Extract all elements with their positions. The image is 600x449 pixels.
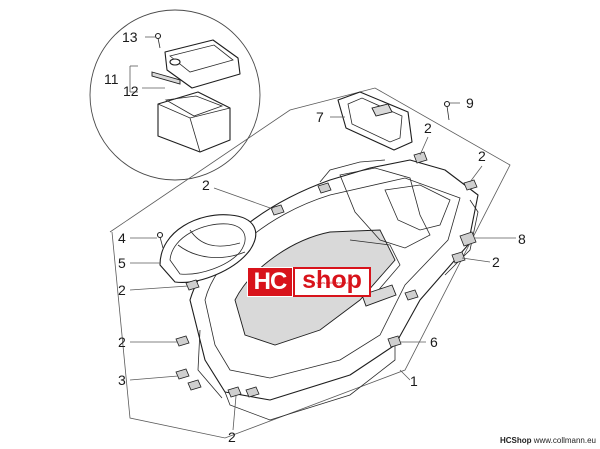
callout-8: 8 xyxy=(518,231,526,247)
leader-lines xyxy=(129,36,516,431)
callout-2-e: 2 xyxy=(118,282,126,298)
logo-url-text: www.collmann.eu xyxy=(316,280,348,285)
callout-11: 11 xyxy=(104,71,119,87)
callout-12: 12 xyxy=(123,83,139,99)
callout-2-d: 2 xyxy=(492,254,500,270)
part-4-screw xyxy=(156,231,164,249)
callout-2-g: 2 xyxy=(228,429,236,445)
callout-7: 7 xyxy=(316,109,324,125)
callout-6: 6 xyxy=(430,334,438,350)
callout-2-f: 2 xyxy=(118,334,126,350)
logo-shop-text: shop xyxy=(302,266,362,294)
inset-detail xyxy=(89,9,261,181)
callout-2-a: 2 xyxy=(424,120,432,136)
part-6-clip xyxy=(387,335,402,348)
hcshop-logo: HC shop www.collmann.eu xyxy=(247,267,371,297)
callout-13: 13 xyxy=(122,29,138,45)
part-8-clip xyxy=(459,231,477,247)
part-7-cover xyxy=(337,91,413,151)
footer-brand: HCShop xyxy=(499,436,532,445)
callout-2-c: 2 xyxy=(202,177,210,193)
part-5-dome-cover xyxy=(159,214,257,283)
callout-9: 9 xyxy=(466,95,474,111)
clips-part-2 xyxy=(175,151,478,398)
part-3-clips xyxy=(175,368,202,391)
callout-2-b: 2 xyxy=(478,148,486,164)
footer-credit: HCShop www.collmann.eu xyxy=(500,436,596,445)
callout-3: 3 xyxy=(118,372,126,388)
callout-4: 4 xyxy=(118,230,126,246)
footer-url: www.collmann.eu xyxy=(533,436,596,445)
callout-1: 1 xyxy=(410,373,418,389)
part-9-screw xyxy=(443,100,451,121)
callout-labels: 13 11 12 7 9 2 2 2 8 4 5 2 2 6 2 3 1 2 xyxy=(104,29,526,445)
part1-outline-frame xyxy=(109,87,511,439)
callout-5: 5 xyxy=(118,255,126,271)
logo-shop-panel: shop www.collmann.eu xyxy=(293,267,371,297)
logo-hc-text: HC xyxy=(247,267,293,297)
